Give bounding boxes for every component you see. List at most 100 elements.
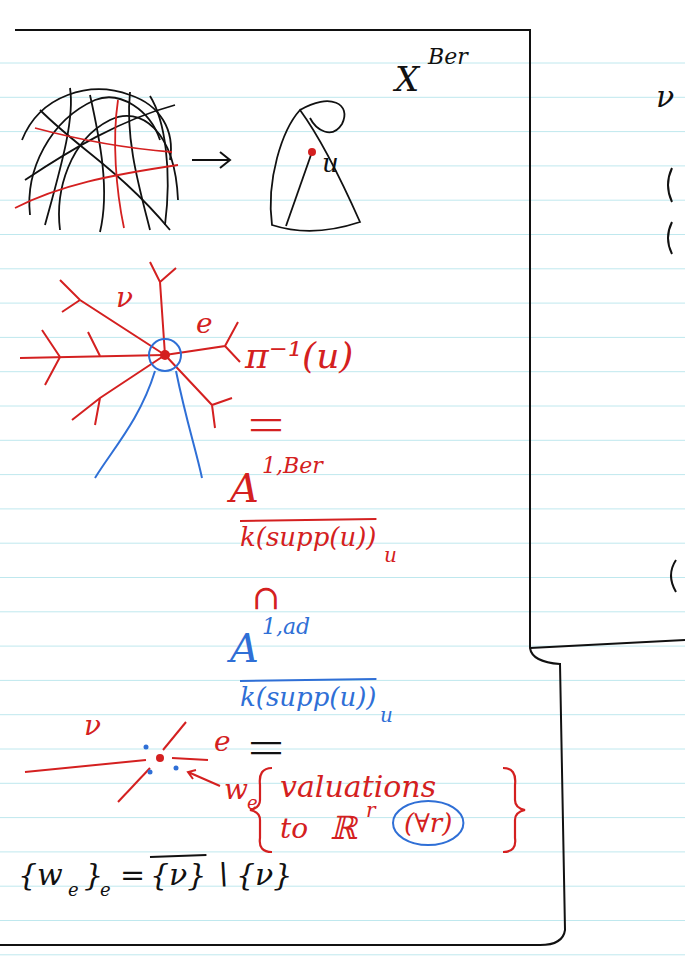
- ruled-line: [0, 63, 685, 64]
- point-label: ν: [116, 284, 133, 312]
- ruled-line: [0, 440, 685, 441]
- blue-circle: [149, 339, 181, 371]
- right-brace: [503, 768, 525, 852]
- braces: [250, 768, 525, 852]
- red-line: [172, 758, 208, 760]
- margin-symbol: ν: [656, 82, 674, 112]
- blue-curve: [176, 371, 202, 478]
- subscript: e: [68, 881, 79, 899]
- frame-line: [530, 640, 685, 648]
- superscript: 1,ad: [262, 616, 310, 638]
- edge-label: e: [196, 310, 213, 338]
- ruled-line: [0, 508, 685, 509]
- branch: [20, 355, 165, 358]
- formula-part: =: [120, 860, 145, 890]
- equality-mark: ||: [253, 415, 283, 435]
- ruled-line: [0, 954, 685, 955]
- local-sketch: [25, 722, 208, 802]
- formula-part: {ν}: [236, 860, 292, 890]
- ruled-line: [0, 611, 685, 612]
- branch: [165, 355, 232, 428]
- circle-outline: [393, 801, 463, 845]
- curve: [286, 152, 312, 226]
- ruled-line: [0, 303, 685, 304]
- subscript: k(supp(u)): [240, 684, 376, 710]
- overline: [240, 679, 376, 681]
- dot: [144, 745, 149, 750]
- ruled-line: [0, 406, 685, 407]
- red-curve: [15, 165, 178, 208]
- quotient-sketch: [271, 101, 360, 231]
- red-curves: [15, 100, 178, 228]
- superscript: r: [366, 800, 376, 820]
- red-curve: [115, 100, 124, 228]
- math-symbol: X: [395, 62, 419, 96]
- curve: [150, 96, 168, 225]
- subscript: e: [100, 881, 111, 899]
- subscript: u: [380, 705, 393, 725]
- ruled-line: [0, 474, 685, 475]
- pointer-arrow: [188, 770, 220, 786]
- ruled-line: [0, 577, 685, 578]
- formula-part: {w: [18, 860, 63, 890]
- formula-part: ∖: [210, 860, 229, 890]
- ruled-line: [0, 851, 685, 852]
- ruled-line: [0, 200, 685, 201]
- curve: [59, 116, 178, 230]
- subscript: u: [384, 545, 397, 565]
- ruled-line: [0, 749, 685, 750]
- dot: [174, 766, 179, 771]
- edge-label: e: [214, 728, 231, 756]
- ruled-line: [0, 920, 685, 921]
- edge-fragment: [671, 560, 676, 592]
- edge-fragment: [668, 168, 672, 254]
- curve: [90, 95, 104, 232]
- ruled-line: [0, 714, 685, 715]
- branch: [42, 330, 100, 385]
- curve: [129, 92, 150, 230]
- point-label: u: [322, 150, 339, 176]
- blue-neighbourhood: [95, 339, 202, 478]
- ruled-line: [0, 131, 685, 132]
- page-frame: [0, 30, 565, 945]
- tangle-sketch: [22, 88, 178, 232]
- equality-mark: ||: [253, 738, 283, 758]
- math-text: to: [280, 815, 308, 843]
- subscript: k(supp(u)): [240, 524, 376, 550]
- branch: [72, 355, 165, 425]
- loop: [300, 101, 344, 132]
- red-curve: [35, 128, 172, 152]
- red-line: [163, 722, 186, 750]
- ruled-lines: [0, 63, 685, 955]
- superscript: Ber: [428, 46, 468, 68]
- point-u: [308, 148, 316, 156]
- overline: [150, 855, 206, 857]
- ruled-line: [0, 234, 685, 235]
- subscript: e: [247, 794, 258, 812]
- ruled-line: [0, 268, 685, 269]
- branch: [60, 280, 165, 355]
- circled-term: (∀r): [392, 800, 464, 846]
- curve: [271, 110, 360, 231]
- map-arrow: [192, 152, 230, 168]
- curve: [45, 88, 71, 225]
- math-symbol: ℝ: [330, 812, 357, 844]
- ruled-line: [0, 680, 685, 681]
- inclusion-mark: ∩: [252, 580, 281, 614]
- superscript: 1,Ber: [262, 455, 323, 477]
- blue-dots: [144, 745, 179, 775]
- point: [160, 350, 170, 360]
- formula-part: {ν}: [150, 860, 206, 890]
- math-symbol: w: [224, 776, 248, 804]
- blue-curve: [95, 371, 155, 478]
- dot: [148, 770, 153, 775]
- math-symbol: A: [230, 468, 259, 508]
- math-symbol: A: [230, 628, 259, 668]
- red-line: [118, 768, 150, 802]
- fibre-label: π⁻¹(u): [245, 338, 353, 374]
- point: [156, 754, 164, 762]
- overline: [240, 519, 376, 521]
- point-label: ν: [84, 712, 101, 740]
- berkovich-tree: [20, 262, 240, 428]
